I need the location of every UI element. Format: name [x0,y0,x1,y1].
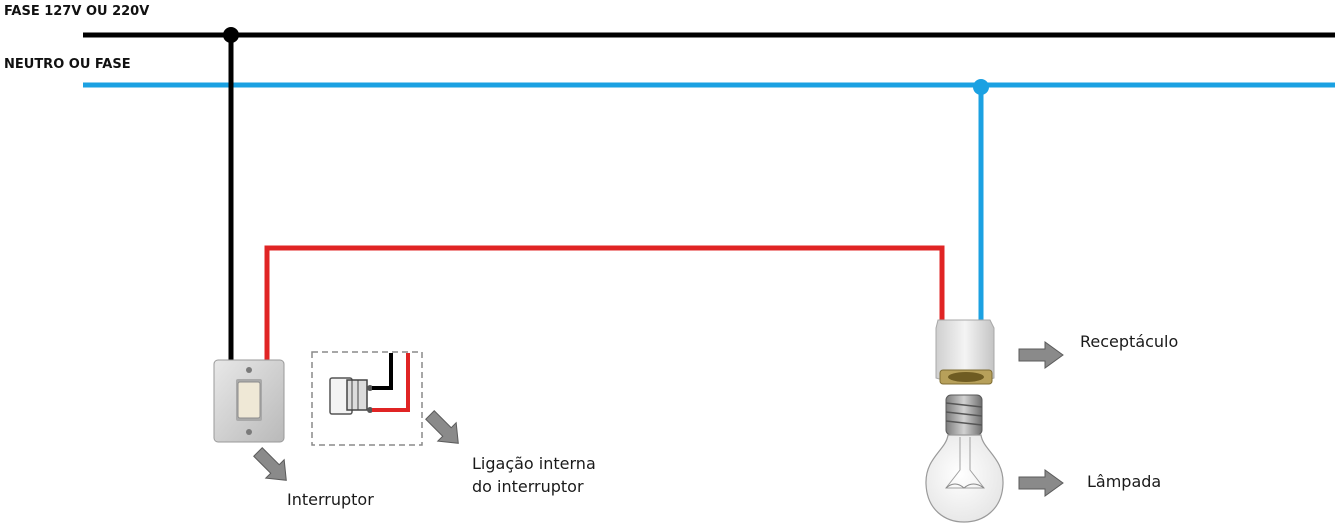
internal-wiring-label-line2: do interruptor [472,477,584,496]
receptacle-device [935,319,995,385]
neutral-junction-dot [973,79,989,95]
internal-wiring-arrow-icon [425,410,459,444]
switch-device [213,359,285,443]
lamp-bulb [925,394,1004,523]
lamp-label: Lâmpada [1087,472,1162,491]
internal-wiring-box [311,351,423,446]
internal-phase-wire [372,353,393,390]
switch-label: Interruptor [287,490,374,509]
internal-wiring-label-line1: Ligação interna [472,454,596,473]
internal-return-wire [372,353,410,412]
internal-wiring-mechanism [329,377,373,415]
phase-junction-dot [223,27,239,43]
return-wire [264,245,945,362]
switch-arrow-icon [253,447,287,481]
receptacle-arrow-icon [1018,341,1064,369]
lamp-arrow-icon [1018,469,1064,497]
neutral-line-label: NEUTRO OU FASE [4,57,131,72]
receptacle-label: Receptáculo [1080,332,1179,351]
phase-line-label: FASE 127V OU 220V [4,4,150,19]
